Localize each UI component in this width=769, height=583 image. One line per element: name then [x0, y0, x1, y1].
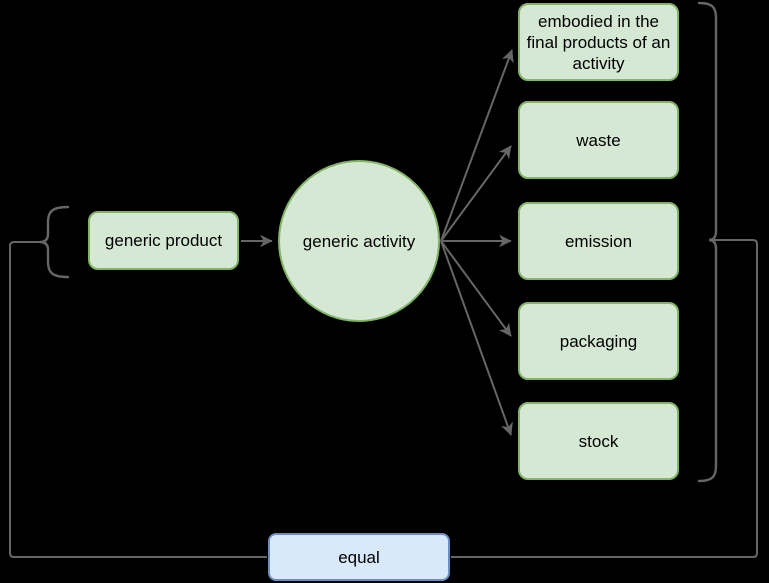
edge-input-bracket-to-equal — [9, 241, 267, 558]
node-output-emission: emission — [518, 202, 679, 280]
edge-activity-to-packaging — [440, 240, 512, 337]
outputs-group-bracket — [697, 1, 718, 483]
edge-activity-to-waste — [440, 145, 512, 242]
edge-outputs-bracket-to-equal — [451, 239, 758, 558]
node-generic-activity: generic activity — [278, 160, 440, 322]
node-generic-product-label: generic product — [104, 231, 223, 250]
node-output-embodied: embodied in the final products of an act… — [518, 3, 679, 81]
node-output-waste-label: waste — [576, 130, 621, 150]
node-output-waste: waste — [518, 101, 679, 179]
node-equal-label: equal — [338, 547, 380, 567]
edge-activity-to-embodied — [440, 49, 514, 242]
node-equal: equal — [268, 533, 450, 581]
node-output-packaging-label: packaging — [559, 331, 638, 351]
edge-activity-to-stock — [440, 240, 513, 436]
node-output-stock-label: stock — [578, 431, 619, 451]
node-output-embodied-label: embodied in the final products of an act… — [526, 11, 671, 73]
input-group-bracket — [39, 205, 70, 279]
node-generic-activity-label: generic activity — [302, 231, 416, 251]
node-output-stock: stock — [518, 402, 679, 480]
node-generic-product: generic product — [88, 211, 239, 270]
node-output-packaging: packaging — [518, 302, 679, 380]
node-output-emission-label: emission — [564, 231, 633, 251]
